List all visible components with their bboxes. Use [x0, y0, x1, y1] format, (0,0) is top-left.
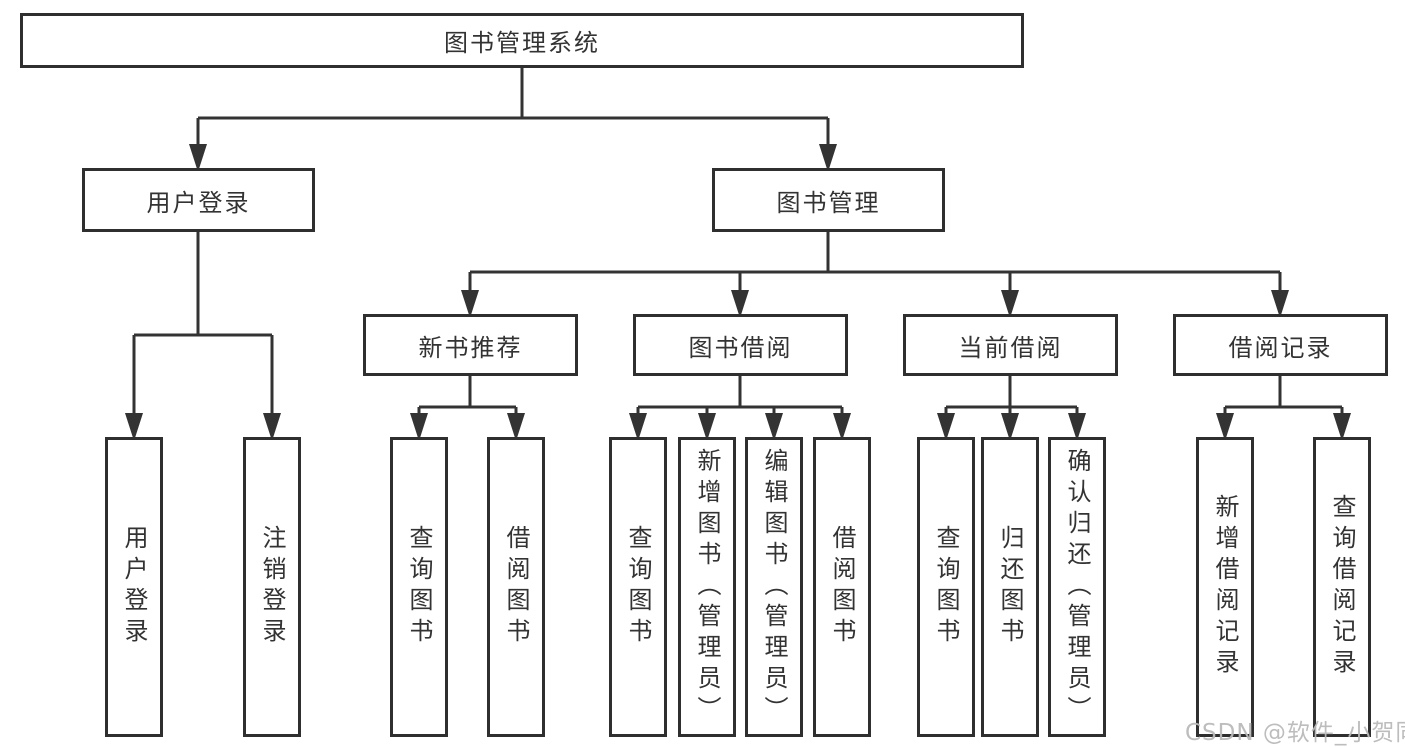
arrowhead-icon [698, 413, 716, 441]
connector-user-login-to-leaves [132, 232, 274, 415]
connector-current-borrowing-to-leaves [944, 376, 1079, 415]
arrowhead-icon [1333, 413, 1351, 441]
leaf-user-login: 用户登录 [105, 437, 163, 737]
node-current-borrowing: 当前借阅 [903, 314, 1118, 376]
leaf-query-books: 查询图书 [917, 437, 975, 737]
node-label: 查询借阅记录 [1328, 494, 1356, 680]
node-user-login: 用户登录 [82, 168, 315, 232]
node-label: 查询图书 [932, 525, 960, 649]
leaf-logout: 注销登录 [243, 437, 301, 737]
node-label: 编辑图书（管理员） [760, 447, 788, 727]
leaf-borrow-books: 借阅图书 [487, 437, 545, 737]
arrowhead-icon [189, 144, 207, 172]
arrowhead-icon [1001, 413, 1019, 441]
arrowhead-icon [1216, 413, 1234, 441]
connector-root-to-level2 [196, 68, 830, 146]
arrowhead-icon [833, 413, 851, 441]
arrowhead-icon [629, 413, 647, 441]
node-borrowing-records: 借阅记录 [1173, 314, 1388, 376]
leaf-borrow-books: 借阅图书 [813, 437, 871, 737]
node-label: 借阅图书 [502, 525, 530, 649]
node-label: 查询图书 [405, 525, 433, 649]
node-label: 查询图书 [624, 525, 652, 649]
leaf-confirm-return-admin: 确认归还（管理员） [1048, 437, 1106, 737]
node-label: 当前借阅 [958, 333, 1063, 362]
leaf-return-books: 归还图书 [981, 437, 1039, 737]
arrowhead-icon [765, 413, 783, 441]
node-label: 确认归还（管理员） [1063, 447, 1091, 727]
arrowhead-icon [1068, 413, 1086, 441]
arrowhead-icon [507, 413, 525, 441]
node-new-book-recommendation: 新书推荐 [363, 314, 578, 376]
node-label: 注销登录 [258, 525, 286, 649]
arrowhead-icon [731, 290, 749, 318]
arrowhead-icon [819, 144, 837, 172]
leaf-edit-books-admin: 编辑图书（管理员） [745, 437, 803, 737]
csdn-watermark: CSDN @软件_小贺同学 [1185, 720, 1405, 746]
arrowhead-icon [1001, 290, 1019, 318]
node-label: 借阅记录 [1228, 333, 1333, 362]
node-label: 新增借阅记录 [1211, 494, 1239, 680]
node-label: 借阅图书 [828, 525, 856, 649]
connector-book-borrowing-to-leaves [636, 376, 844, 415]
leaf-query-borrow-record: 查询借阅记录 [1313, 437, 1371, 737]
connector-book-management-to-level3 [468, 232, 1282, 292]
node-label: 新书推荐 [418, 333, 523, 362]
arrowhead-icon [125, 413, 143, 441]
arrowhead-icon [263, 413, 281, 441]
node-label: 图书借阅 [688, 333, 793, 362]
connector-borrowing-records-to-leaves [1223, 376, 1344, 415]
arrowhead-icon [1271, 290, 1289, 318]
node-label: 图书管理系统 [444, 29, 600, 57]
arrowhead-icon [410, 413, 428, 441]
node-label: 图书管理 [776, 188, 881, 217]
node-book-borrowing: 图书借阅 [633, 314, 848, 376]
arrowheads [125, 144, 1351, 441]
node-label: 新增图书（管理员） [693, 447, 721, 727]
node-label: 归还图书 [996, 525, 1024, 649]
node-label: 用户登录 [120, 525, 148, 649]
arrowhead-icon [461, 290, 479, 318]
connector-new-book-recommendation-to-leaves [417, 376, 518, 415]
leaf-add-books-admin: 新增图书（管理员） [678, 437, 736, 737]
leaf-query-books: 查询图书 [390, 437, 448, 737]
node-library-management-system: 图书管理系统 [20, 13, 1024, 68]
connector-strokes [132, 68, 1344, 415]
leaf-add-borrow-record: 新增借阅记录 [1196, 437, 1254, 737]
node-book-management: 图书管理 [712, 168, 945, 232]
node-label: 用户登录 [146, 188, 251, 217]
leaf-query-books: 查询图书 [609, 437, 667, 737]
arrowhead-icon [937, 413, 955, 441]
